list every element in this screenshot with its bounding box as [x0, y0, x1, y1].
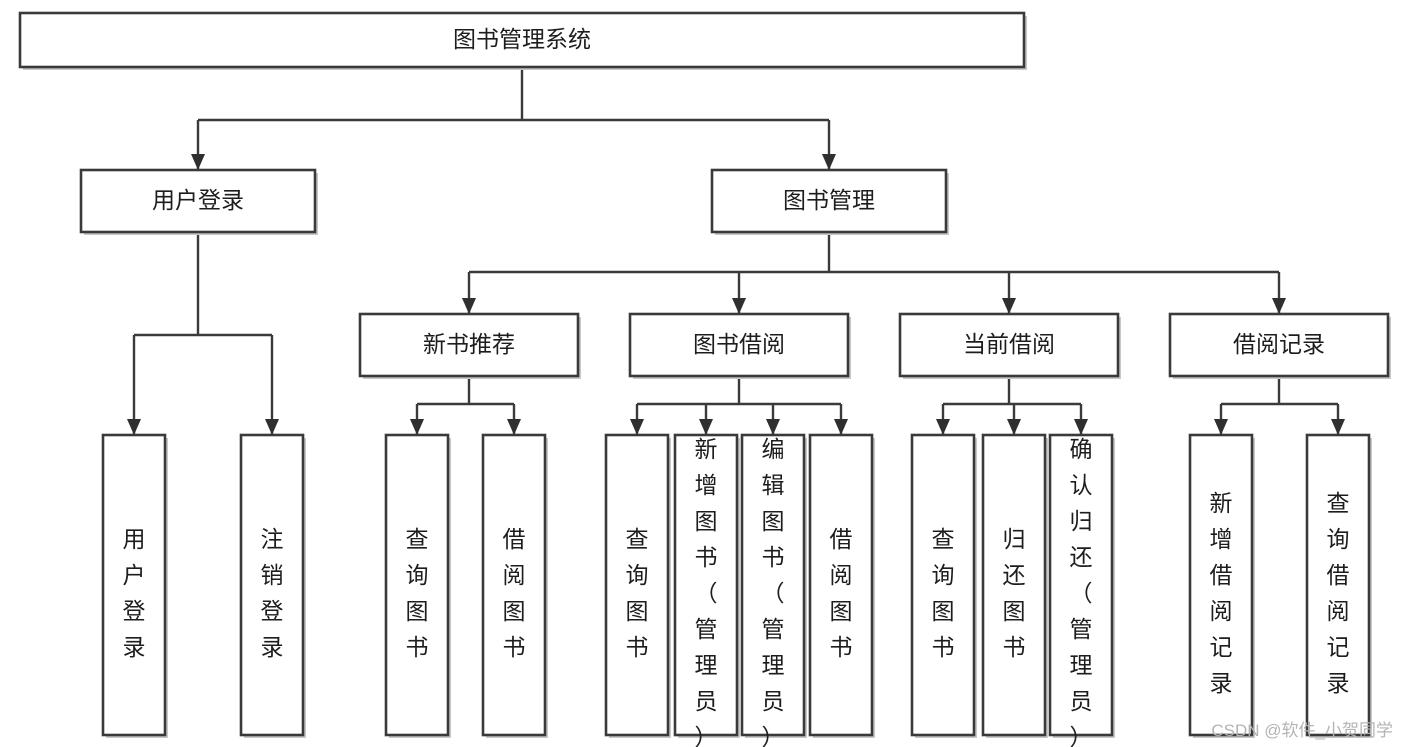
arrow-head-icon — [732, 298, 746, 314]
arrow-head-icon — [1272, 298, 1286, 314]
node-leaf-confirm-return-label: 确认归还（管理员） — [1070, 436, 1093, 747]
node-leaf-confirm-return[interactable] — [1048, 433, 1115, 738]
node-leaf-query-book-3[interactable] — [910, 433, 977, 738]
arrow-head-icon — [1331, 419, 1345, 435]
node-root[interactable] — [18, 11, 1027, 70]
connector-layer — [127, 67, 1345, 435]
node-current-borrow-label: 当前借阅 — [963, 331, 1055, 357]
node-user-login-label: 用户登录 — [152, 187, 244, 213]
arrow-head-icon — [766, 419, 780, 435]
node-leaf-borrow-book-1[interactable] — [481, 433, 548, 738]
node-leaf-query-book-2[interactable] — [604, 433, 671, 738]
node-book-borrow[interactable] — [628, 312, 851, 379]
arrow-head-icon — [699, 419, 713, 435]
node-leaf-return-book-label: 归还图书 — [1003, 526, 1026, 660]
node-leaf-add-record-label: 新增借阅记录 — [1210, 490, 1233, 696]
node-leaf-query-book-1[interactable] — [384, 433, 451, 738]
arrow-head-icon — [191, 154, 205, 170]
arrow-head-icon — [507, 419, 521, 435]
node-leaf-edit-book[interactable] — [740, 433, 807, 738]
arrow-head-icon — [265, 419, 279, 435]
node-leaf-add-record[interactable] — [1188, 433, 1255, 738]
node-new-book-recommend[interactable] — [358, 312, 581, 379]
node-leaf-query-book-2-label: 查询图书 — [626, 526, 649, 660]
arrow-head-icon — [1002, 298, 1016, 314]
node-leaf-user-logout[interactable] — [239, 433, 306, 738]
node-book-manage[interactable] — [710, 168, 949, 235]
node-leaf-add-book-label: 新增图书（管理员） — [695, 436, 718, 747]
node-root-label: 图书管理系统 — [453, 26, 591, 52]
arrow-head-icon — [1074, 419, 1088, 435]
node-leaf-query-book-3-label: 查询图书 — [932, 526, 955, 660]
arrow-head-icon — [936, 419, 950, 435]
node-leaf-add-book[interactable] — [673, 433, 740, 738]
node-current-borrow[interactable] — [898, 312, 1121, 379]
node-book-manage-label: 图书管理 — [783, 187, 875, 213]
node-book-borrow-label: 图书借阅 — [693, 331, 785, 357]
node-leaf-query-book-1-label: 查询图书 — [406, 526, 429, 660]
node-leaf-query-record[interactable] — [1305, 433, 1372, 738]
arrow-head-icon — [462, 298, 476, 314]
node-new-book-recommend-label: 新书推荐 — [423, 331, 515, 357]
node-borrow-record-label: 借阅记录 — [1233, 331, 1325, 357]
arrow-head-icon — [630, 419, 644, 435]
node-leaf-query-record-label: 查询借阅记录 — [1327, 490, 1350, 696]
arrow-head-icon — [127, 419, 141, 435]
node-borrow-record[interactable] — [1168, 312, 1391, 379]
arrow-head-icon — [834, 419, 848, 435]
arrow-head-icon — [410, 419, 424, 435]
node-user-login[interactable] — [79, 168, 318, 235]
arrow-head-icon — [1214, 419, 1228, 435]
node-leaf-borrow-book-2-label: 借阅图书 — [830, 526, 853, 660]
node-leaf-return-book[interactable] — [981, 433, 1048, 738]
node-leaf-user-logout-label: 注销登录 — [261, 526, 284, 660]
arrow-head-icon — [822, 154, 836, 170]
node-leaf-edit-book-label: 编辑图书（管理员） — [762, 436, 785, 747]
node-leaf-user-login-label: 用户登录 — [123, 526, 146, 660]
node-layer: 图书管理系统用户登录图书管理新书推荐图书借阅当前借阅借阅记录用户登录注销登录查询… — [18, 11, 1391, 747]
node-leaf-borrow-book-2[interactable] — [808, 433, 875, 738]
node-leaf-borrow-book-1-label: 借阅图书 — [503, 526, 526, 660]
node-leaf-user-login[interactable] — [101, 433, 168, 738]
arrow-head-icon — [1007, 419, 1021, 435]
